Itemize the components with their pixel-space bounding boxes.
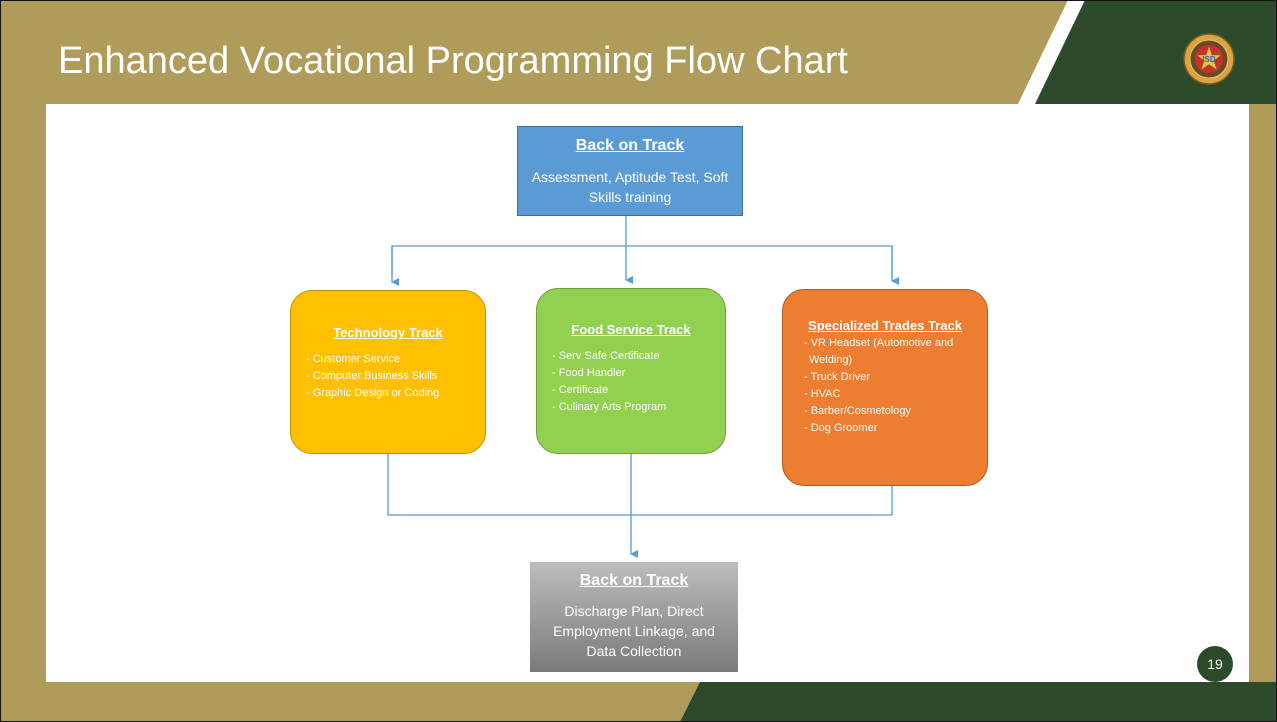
list-item: - Food Handler — [552, 367, 626, 379]
technology-track-title: Technology Track — [333, 325, 443, 340]
specialized-trades-track-list: - VR Headset (Automotive and Welding) - … — [783, 335, 987, 437]
start-box-text: Assessment, Aptitude Test, Soft Skills t… — [531, 169, 729, 205]
technology-track-box: Technology Track - Customer Service - Co… — [290, 290, 486, 454]
end-box-title: Back on Track — [579, 572, 689, 589]
specialized-trades-track-box: Specialized Trades Track - VR Headset (A… — [782, 289, 988, 486]
back-on-track-end-box: Back on Track Discharge Plan, Direct Emp… — [530, 562, 738, 672]
food-service-track-box: Food Service Track - Serv Safe Certifica… — [536, 288, 726, 454]
list-item: - VR Headset (Automotive and Welding) — [804, 337, 954, 366]
start-box-title: Back on Track — [575, 137, 685, 154]
list-item: - Computer Business Skills — [306, 370, 438, 382]
list-item: - Customer Service — [306, 353, 401, 365]
list-item: - Certificate — [552, 384, 609, 396]
slide-title: Enhanced Vocational Programming Flow Cha… — [58, 40, 848, 82]
gold-banner — [0, 0, 1068, 104]
back-on-track-start-box: Back on Track Assessment, Aptitude Test,… — [517, 126, 743, 216]
list-item: - HVAC — [804, 388, 841, 400]
list-item: - Culinary Arts Program — [552, 401, 667, 413]
green-footer — [680, 682, 1277, 722]
specialized-trades-track-title: Specialized Trades Track — [808, 318, 962, 333]
list-item: - Barber/Cosmetology — [804, 405, 911, 417]
page-number-badge: 19 — [1197, 646, 1233, 682]
green-banner — [1035, 0, 1277, 104]
food-service-track-list: - Serv Safe Certificate - Food Handler -… — [537, 348, 725, 416]
list-item: - Graphic Design or Coding — [306, 387, 440, 399]
seal-text: ISD — [1202, 55, 1216, 64]
sheriff-badge-seal-icon: ISD — [1183, 33, 1235, 85]
list-item: - Truck Driver — [804, 371, 870, 383]
list-item: - Serv Safe Certificate — [552, 350, 660, 362]
technology-track-list: - Customer Service - Computer Business S… — [291, 351, 485, 402]
list-item: - Dog Groomer — [804, 422, 878, 434]
end-box-text: Discharge Plan, Direct Employment Linkag… — [553, 603, 715, 659]
food-service-track-title: Food Service Track — [571, 322, 691, 337]
